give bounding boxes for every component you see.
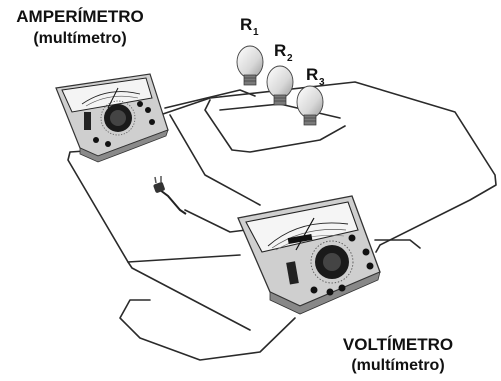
power-plug-icon <box>153 176 187 215</box>
ammeter-title: AMPERÍMETRO <box>16 7 144 26</box>
svg-text:R: R <box>306 65 318 84</box>
bulb-r3 <box>296 85 324 126</box>
ammeter-device <box>55 73 169 163</box>
voltmeter-title: VOLTÍMETRO <box>343 335 453 354</box>
svg-text:R: R <box>274 41 286 60</box>
ammeter-subtitle: (multímetro) <box>33 30 126 47</box>
voltmeter-device <box>237 195 381 315</box>
bulb-r2 <box>266 65 294 106</box>
bulb-r1 <box>236 45 264 86</box>
label-r3: R 3 <box>306 65 325 88</box>
voltmeter-subtitle: (multímetro) <box>351 357 444 374</box>
svg-text:2: 2 <box>287 53 293 64</box>
svg-text:3: 3 <box>319 77 325 88</box>
svg-text:1: 1 <box>253 27 259 38</box>
svg-text:R: R <box>240 15 252 34</box>
label-r1: R 1 <box>240 15 259 38</box>
label-r2: R 2 <box>274 41 293 64</box>
